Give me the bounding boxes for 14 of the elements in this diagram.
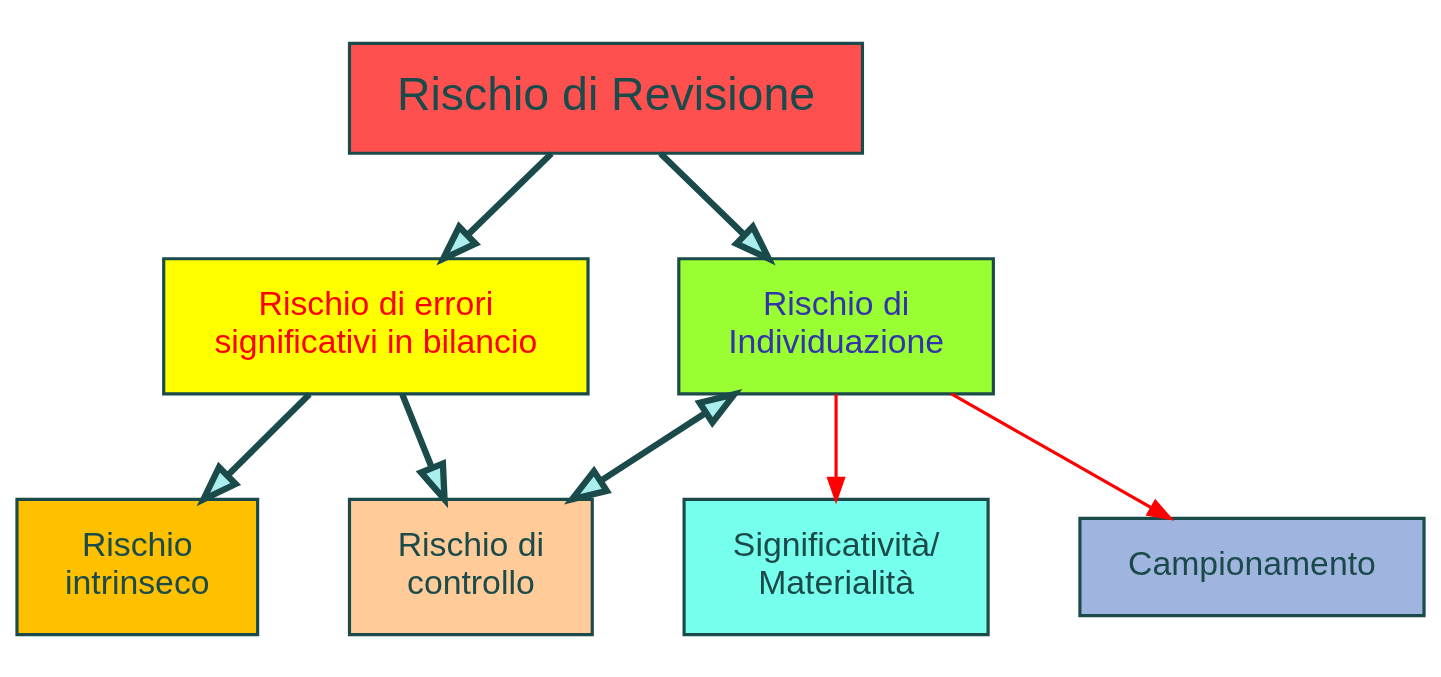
node-box: Rischio di Individuazione [677, 256, 995, 395]
arrow [564, 388, 743, 505]
arrow [658, 150, 776, 265]
node-box: Rischio di controllo [347, 497, 594, 636]
arrow [826, 393, 846, 504]
node-box: Rischio di errori significativi in bilancio [162, 256, 590, 395]
node-box: Significatività/ Materialità [682, 497, 990, 636]
arrow [399, 392, 449, 508]
arrow [436, 150, 554, 265]
arrow [196, 391, 312, 506]
node-box: Rischio intrinseco [15, 497, 260, 636]
node-box: Campionamento [1078, 516, 1426, 617]
arrow [950, 392, 1175, 521]
node-box: Rischio di Revisione [347, 41, 865, 155]
